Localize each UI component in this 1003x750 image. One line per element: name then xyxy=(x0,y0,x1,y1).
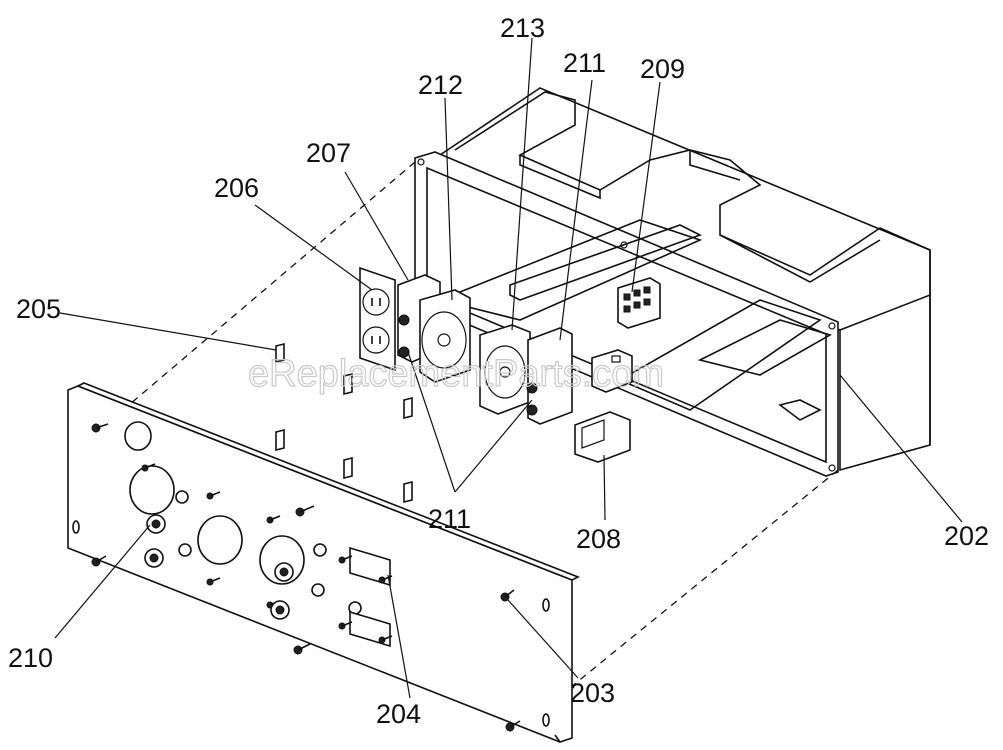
label-210: 210 xyxy=(8,643,53,673)
label-209: 209 xyxy=(640,54,685,84)
panel-screws xyxy=(91,423,521,732)
wire-connector xyxy=(617,277,661,329)
twist-lock-receptacle-large xyxy=(419,289,471,383)
receptacle-housing xyxy=(526,327,573,425)
label-208: 208 xyxy=(576,524,621,554)
leader-lines xyxy=(54,37,963,699)
label-202: 202 xyxy=(944,521,989,551)
watermark-text: eReplacementParts.com xyxy=(248,353,664,395)
label-211-mid: 211 xyxy=(428,504,471,534)
duplex-receptacle xyxy=(359,266,396,372)
part-labels: 213 211 209 212 207 206 205 211 208 202 … xyxy=(8,13,989,729)
label-206: 206 xyxy=(214,173,259,203)
front-panel xyxy=(67,382,580,743)
nut-fittings xyxy=(144,514,294,620)
label-212: 212 xyxy=(418,70,463,100)
label-213: 213 xyxy=(500,13,545,43)
rocker-switch-lower xyxy=(574,411,631,463)
label-204: 204 xyxy=(376,699,421,729)
label-205: 205 xyxy=(16,294,61,324)
label-211-top: 211 xyxy=(563,48,606,78)
retaining-clips xyxy=(275,342,413,504)
label-207: 207 xyxy=(306,138,351,168)
assembly-guide-lines xyxy=(122,161,839,701)
rocker-switch-upper xyxy=(591,349,633,393)
label-203: 203 xyxy=(570,678,615,708)
enclosure-housing xyxy=(414,87,931,477)
